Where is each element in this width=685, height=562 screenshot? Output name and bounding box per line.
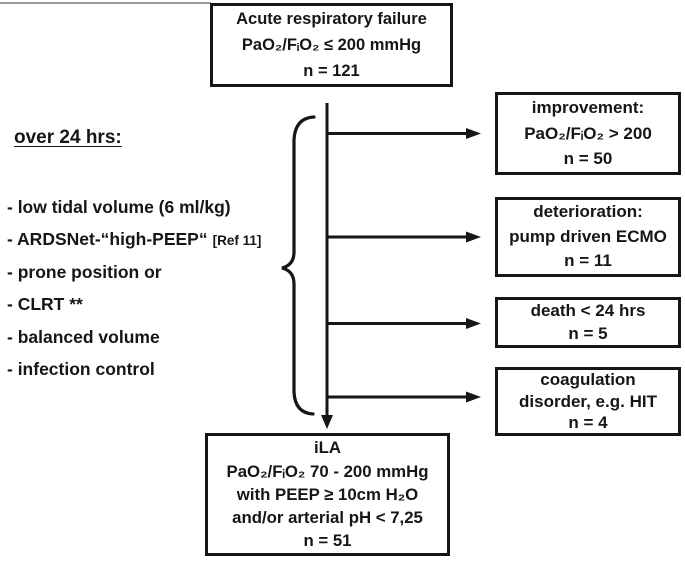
- outcome-line: coagulation: [540, 370, 636, 390]
- outcome-line: n = 5: [568, 323, 608, 343]
- bottom-box-line: with PEEP ≥ 10cm H₂O: [236, 484, 419, 504]
- arrowhead-improvement: [466, 128, 481, 139]
- grouping-brace: [281, 115, 316, 416]
- outcome-box-coagulation-disorder: coagulation disorder, e.g. HIT n = 4: [495, 367, 681, 436]
- protocol-item-clrt: - CLRT **: [7, 293, 83, 315]
- protocol-item-prone-position: - prone position or: [7, 261, 162, 283]
- bottom-box-line: iLA: [313, 438, 342, 458]
- bottom-box-line: n = 51: [303, 531, 352, 551]
- protocol-item-text: - prone position or: [7, 262, 162, 282]
- outcome-line: n = 11: [564, 251, 612, 271]
- protocol-heading: over 24 hrs:: [14, 127, 122, 148]
- arrowhead-coagulation: [466, 391, 481, 403]
- outcome-line: n = 50: [563, 149, 613, 169]
- bottom-box-ila: iLA PaO₂/FᵢO₂ 70 - 200 mmHg with PEEP ≥ …: [205, 433, 450, 556]
- outcome-box-death: death < 24 hrs n = 5: [495, 297, 681, 348]
- top-box-line: Acute respiratory failure: [236, 10, 427, 28]
- protocol-item-text: - balanced volume: [7, 327, 160, 347]
- outcome-line: improvement:: [531, 98, 645, 118]
- top-box-acute-respiratory-failure: Acute respiratory failure PaO₂/FᵢO₂ ≤ 20…: [210, 3, 453, 87]
- reference-citation: [Ref 11]: [212, 233, 262, 248]
- outcome-line: disorder, e.g. HIT: [519, 391, 657, 411]
- top-box-line: PaO₂/FᵢO₂ ≤ 200 mmHg: [241, 36, 422, 54]
- scan-artifact-line: [0, 2, 211, 4]
- outcome-line: pump driven ECMO: [509, 226, 667, 246]
- outcome-box-deterioration: deterioration: pump driven ECMO n = 11: [495, 197, 681, 277]
- bottom-box-line: and/or arterial pH < 7,25: [232, 508, 423, 528]
- bottom-box-line: PaO₂/FᵢO₂ 70 - 200 mmHg: [226, 461, 429, 481]
- protocol-item-low-tidal-volume: - low tidal volume (6 ml/kg): [7, 196, 231, 218]
- outcome-line: PaO₂/FᵢO₂ > 200: [524, 123, 652, 143]
- protocol-item-balanced-volume: - balanced volume: [7, 326, 160, 348]
- outcome-line: death < 24 hrs: [530, 301, 646, 320]
- outcome-line: deterioration:: [533, 202, 643, 222]
- protocol-item-text: - low tidal volume (6 ml/kg): [7, 197, 231, 217]
- outcome-line: n = 4: [568, 413, 608, 433]
- protocol-item-text: - ARDSNet-“high-PEEP“: [7, 229, 208, 249]
- protocol-item-infection-control: - infection control: [7, 358, 155, 380]
- down-arrowhead: [321, 415, 333, 429]
- protocol-item-text: - CLRT **: [7, 294, 83, 314]
- outcome-box-improvement: improvement: PaO₂/FᵢO₂ > 200 n = 50: [495, 92, 681, 175]
- arrowhead-deterioration: [466, 231, 481, 243]
- protocol-item-text: - infection control: [7, 359, 155, 379]
- top-box-line: n = 121: [303, 62, 360, 80]
- arrowhead-death: [466, 318, 481, 329]
- protocol-item-ardsnet-high-peep: - ARDSNet-“high-PEEP“ [Ref 11]: [7, 228, 261, 252]
